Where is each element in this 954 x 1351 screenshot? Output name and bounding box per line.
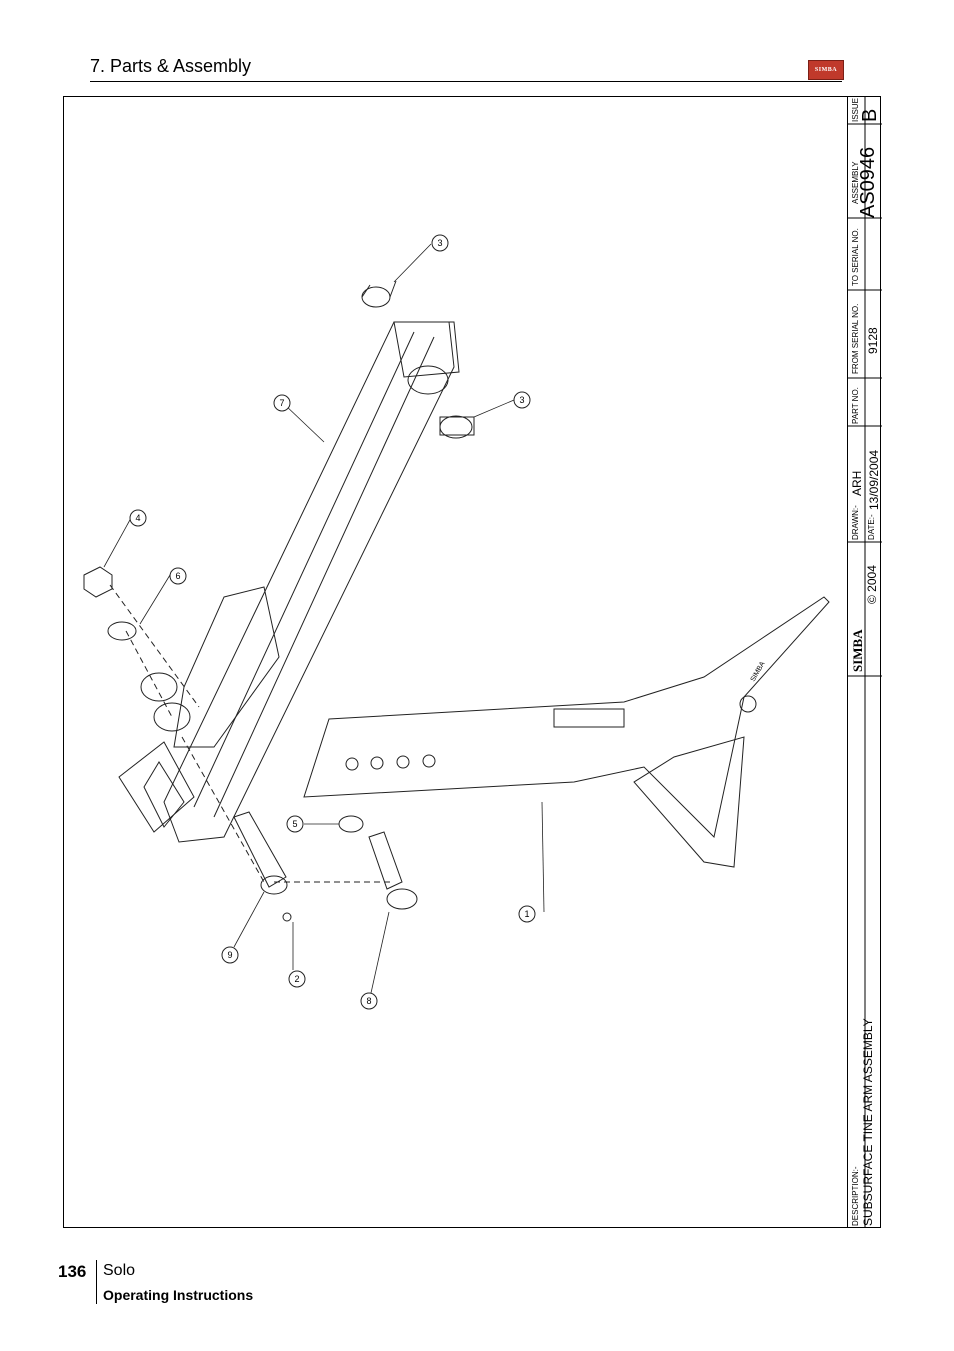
callout-bubbles: 1 2 3 3 4 5 6 7 8 9 xyxy=(129,234,536,1010)
bush-upper xyxy=(361,280,397,308)
svg-text:2: 2 xyxy=(294,974,299,984)
brand-mark: SIMBA xyxy=(850,629,865,672)
from-serial-value: 9128 xyxy=(866,327,880,354)
svg-text:6: 6 xyxy=(175,571,180,581)
document-subtitle: Operating Instructions xyxy=(103,1287,254,1303)
lynch-pin xyxy=(338,815,403,890)
callout-8: 8 xyxy=(360,992,378,1010)
date-label: DATE:- xyxy=(867,514,876,540)
svg-text:7: 7 xyxy=(279,398,284,408)
svg-text:3: 3 xyxy=(519,395,524,405)
svg-text:3: 3 xyxy=(437,238,442,248)
description-label: DESCRIPTION:- xyxy=(851,1166,860,1226)
callout-5: 5 xyxy=(286,815,304,833)
link-pin xyxy=(386,888,418,910)
exploded-assembly-drawing: 1 2 3 3 4 5 6 7 8 9 SIMBA xyxy=(83,234,830,1010)
callout-3-lower: 3 xyxy=(513,391,531,409)
callout-3-upper: 3 xyxy=(431,234,449,252)
to-serial-label: TO SERIAL NO. xyxy=(851,228,860,286)
issue-value: B xyxy=(859,108,881,122)
callout-leaders xyxy=(103,243,545,994)
product-name: Solo xyxy=(103,1262,136,1279)
callout-7: 7 xyxy=(273,394,291,412)
grease-nipple xyxy=(282,912,292,922)
tine-stamp: SIMBA xyxy=(750,660,767,683)
callout-2: 2 xyxy=(288,970,306,988)
drawing-frame xyxy=(63,96,881,1228)
nut xyxy=(83,566,113,598)
svg-text:5: 5 xyxy=(292,819,297,829)
main-arm xyxy=(118,321,460,843)
callout-4: 4 xyxy=(129,509,147,527)
footer-divider xyxy=(96,1260,97,1304)
title-block: ISSUE B ASSEMBLY AS0946 TO SERIAL NO. FR… xyxy=(847,96,882,1228)
page-number: 136 xyxy=(58,1262,87,1281)
from-serial-label: FROM SERIAL NO. xyxy=(851,303,860,374)
svg-text:9: 9 xyxy=(227,950,232,960)
simba-logo: SIMBA xyxy=(808,60,844,80)
svg-text:1: 1 xyxy=(524,909,529,919)
description-value: SUBSURFACE TINE ARM ASSEMBLY xyxy=(861,1018,875,1226)
part-no-label: PART NO. xyxy=(851,387,860,424)
title-block-grid xyxy=(848,96,882,1228)
svg-text:4: 4 xyxy=(135,513,140,523)
svg-text:8: 8 xyxy=(366,996,371,1006)
assembly-lines xyxy=(109,584,394,883)
callout-6: 6 xyxy=(169,567,187,585)
assembly-value: AS0946 xyxy=(857,146,879,218)
pivot-pin xyxy=(233,811,288,895)
callout-9: 9 xyxy=(221,946,239,964)
date-value: 13/09/2004 xyxy=(867,449,881,510)
section-title: 7. Parts & Assembly xyxy=(90,56,252,76)
callout-1: 1 xyxy=(518,905,536,923)
copyright: © 2004 xyxy=(865,565,879,604)
bush-lower xyxy=(439,415,475,439)
drawn-value: ARH xyxy=(850,470,864,496)
tine xyxy=(303,596,830,868)
washer xyxy=(107,621,137,641)
header-rule xyxy=(90,81,842,82)
drawn-label: DRAWN:- xyxy=(851,505,860,540)
